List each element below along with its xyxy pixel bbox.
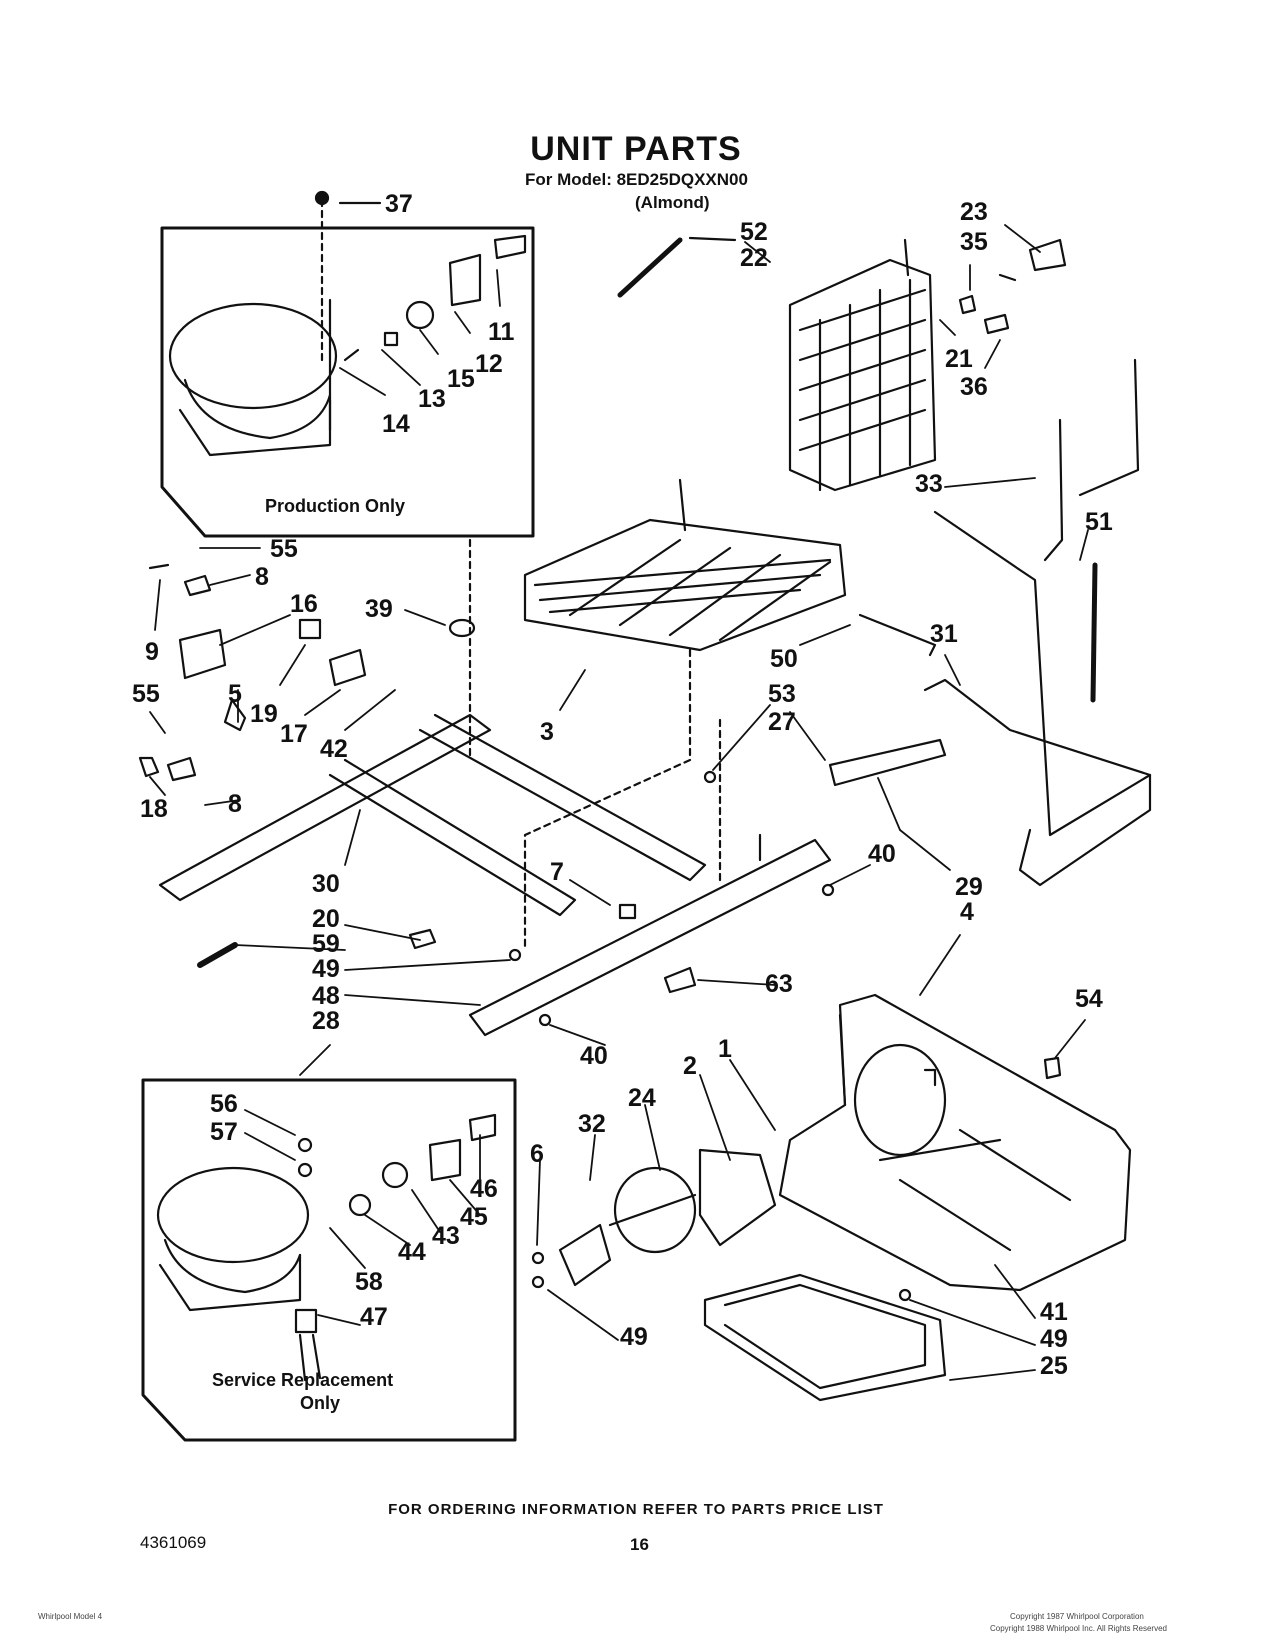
- callout-27: 27: [768, 708, 796, 736]
- ordering-note: FOR ORDERING INFORMATION REFER TO PARTS …: [388, 1501, 884, 1518]
- callout-35: 35: [960, 228, 988, 256]
- fan-motor-assembly: [558, 1148, 777, 1287]
- callout-23: 23: [960, 198, 988, 226]
- callout-7: 7: [550, 858, 564, 886]
- callout-45: 45: [460, 1203, 488, 1231]
- callout-9: 9: [145, 638, 159, 666]
- callout-41: 41: [1040, 1298, 1068, 1326]
- callout-40: 40: [868, 840, 896, 868]
- leader-lines: [149, 224, 1089, 1381]
- callout-49-right: 49: [1040, 1325, 1068, 1353]
- footer-fine-right-1: Copyright 1987 Whirlpool Corporation: [1010, 1612, 1144, 1621]
- tubing-assembly: [923, 358, 1152, 887]
- callout-5: 5: [228, 680, 242, 708]
- callout-19: 19: [250, 700, 278, 728]
- callout-44: 44: [398, 1238, 426, 1266]
- drain-pan: [703, 1273, 947, 1402]
- callout-21: 21: [945, 345, 973, 373]
- condenser-coil: [523, 478, 847, 652]
- callout-55-lower: 55: [132, 680, 160, 708]
- callout-2: 2: [683, 1052, 697, 1080]
- color-variant: (Almond): [635, 193, 710, 212]
- service-replacement-box: [141, 1078, 517, 1442]
- compressor-production: [168, 298, 338, 457]
- callout-12: 12: [475, 350, 503, 378]
- callout-49-bottom: 49: [620, 1323, 648, 1351]
- callout-16: 16: [290, 590, 318, 618]
- callout-28: 28: [312, 1007, 340, 1035]
- callout-15: 15: [447, 365, 475, 393]
- callout-1: 1: [718, 1035, 732, 1063]
- callout-48: 48: [312, 982, 340, 1010]
- callout-14: 14: [382, 410, 410, 438]
- evaporator-coil: [788, 238, 937, 492]
- callout-31: 31: [930, 620, 958, 648]
- callout-56: 56: [210, 1090, 238, 1118]
- relay-parts-service: [297, 1113, 497, 1217]
- callout-24: 24: [628, 1084, 656, 1112]
- callout-49: 49: [312, 955, 340, 983]
- fan-bracket-base: [778, 993, 1132, 1292]
- page-title: UNIT PARTS: [530, 130, 742, 168]
- callout-4: 4: [960, 898, 974, 926]
- production-only-box: [160, 226, 535, 538]
- callout-25: 25: [1040, 1352, 1068, 1380]
- callout-53: 53: [768, 680, 796, 708]
- callout-36: 36: [960, 373, 988, 401]
- callout-22: 22: [740, 244, 768, 272]
- footer-fine-right-2: Copyright 1988 Whirlpool Inc. All Rights…: [990, 1624, 1167, 1633]
- callout-3: 3: [540, 718, 554, 746]
- callout-40-lower: 40: [580, 1042, 608, 1070]
- callout-30: 30: [312, 870, 340, 898]
- drier: [828, 738, 947, 787]
- callout-29: 29: [955, 873, 983, 901]
- callout-13: 13: [418, 385, 446, 413]
- callout-20: 20: [312, 905, 340, 933]
- callout-50: 50: [770, 645, 798, 673]
- callout-57: 57: [210, 1118, 238, 1146]
- callout-47: 47: [360, 1303, 388, 1331]
- callout-54: 54: [1075, 985, 1103, 1013]
- compressor-service: [156, 1166, 322, 1382]
- callout-59: 59: [312, 930, 340, 958]
- callout-52: 52: [740, 218, 768, 246]
- document-number: 4361069: [140, 1533, 207, 1552]
- callout-8-lower: 8: [228, 790, 242, 818]
- callout-39: 39: [365, 595, 393, 623]
- callout-58: 58: [355, 1268, 383, 1296]
- relay-parts-production: [343, 234, 527, 362]
- model-number: For Model: 8ED25DQXXN00: [525, 170, 748, 189]
- callout-17: 17: [280, 720, 308, 748]
- page-number: 16: [630, 1535, 649, 1554]
- callout-42: 42: [320, 735, 348, 763]
- service-replacement-label-2: Only: [300, 1393, 341, 1413]
- callout-8: 8: [255, 563, 269, 591]
- callout-18: 18: [140, 795, 168, 823]
- frame-rails: [158, 713, 832, 1037]
- callout-55: 55: [270, 535, 298, 563]
- callout-46: 46: [470, 1175, 498, 1203]
- footer-fine-left: Whirlpool Model 4: [38, 1612, 103, 1621]
- callout-43: 43: [432, 1222, 460, 1250]
- callout-6: 6: [530, 1140, 544, 1168]
- service-replacement-label: Service Replacement: [212, 1370, 394, 1390]
- callout-63: 63: [765, 970, 793, 998]
- callout-33: 33: [915, 470, 943, 498]
- callout-51: 51: [1085, 508, 1113, 536]
- callout-32: 32: [578, 1110, 606, 1138]
- callout-11: 11: [488, 318, 515, 346]
- callout-37: 37: [385, 190, 413, 218]
- production-only-label: Production Only: [265, 496, 406, 516]
